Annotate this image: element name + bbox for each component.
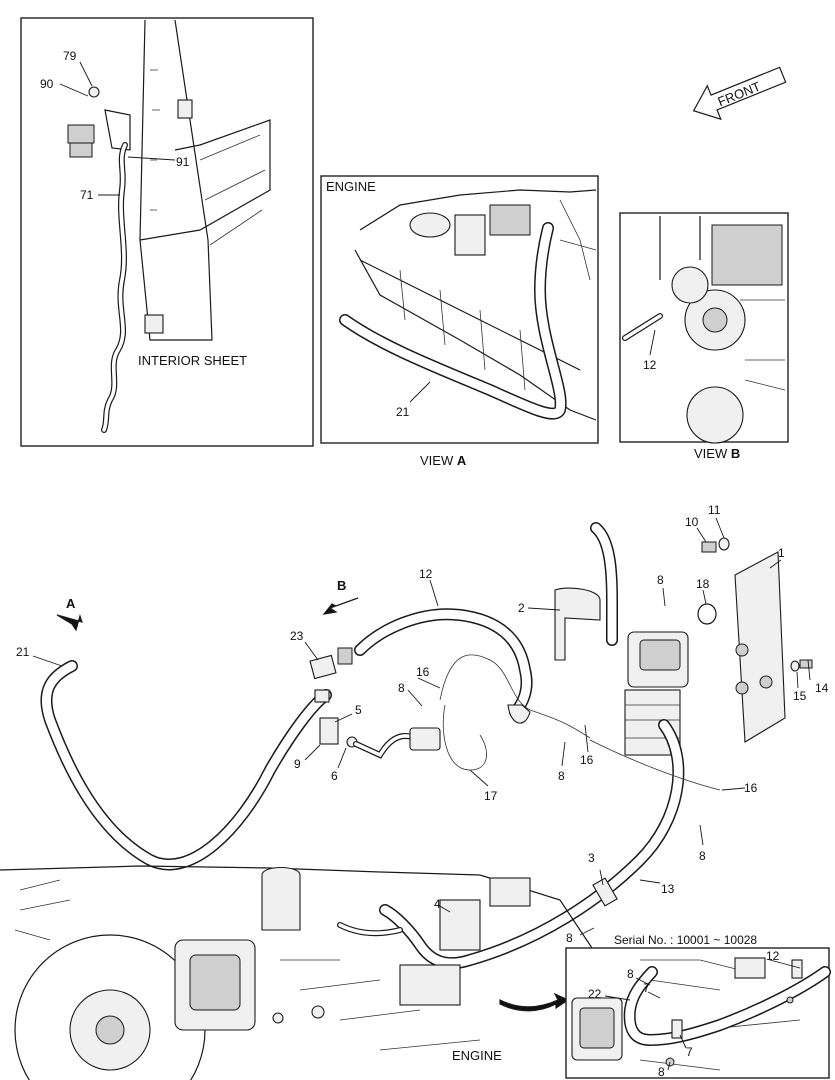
- serial-inset-detail: Serial No. : 10001 ~ 10028 12 8 22 7 7 8: [565, 933, 831, 1079]
- callout-79: 79: [63, 49, 77, 63]
- callout-8-lower: 8: [558, 769, 565, 783]
- callout-9: 9: [294, 757, 301, 771]
- callout-8-bottom: 8: [566, 931, 573, 945]
- callout-11: 11: [708, 503, 721, 517]
- front-direction-arrow: FRONT: [692, 66, 787, 121]
- callout-91: 91: [176, 155, 190, 169]
- callout-5: 5: [355, 703, 362, 717]
- callout-8-mid: 8: [398, 681, 405, 695]
- callout-4: 4: [434, 897, 441, 911]
- callout-12: 12: [419, 567, 433, 581]
- view-a-caption: VIEW A: [420, 453, 467, 468]
- callout-71: 71: [80, 188, 94, 202]
- callout-21: 21: [16, 645, 30, 659]
- engine-label: ENGINE: [452, 1048, 502, 1063]
- callout-17: 17: [484, 789, 498, 803]
- inset-callout-8-b: 8: [658, 1065, 665, 1079]
- view-a-engine-label: ENGINE: [326, 179, 376, 194]
- callout-2: 2: [518, 601, 525, 615]
- inset-callout-12: 12: [766, 949, 780, 963]
- callout-14: 14: [815, 681, 829, 695]
- callout-16-b: 16: [580, 753, 594, 767]
- view-a-detail: ENGINE 21: [320, 175, 599, 444]
- inset-callout-8: 8: [627, 967, 634, 981]
- callout-23: 23: [290, 629, 304, 643]
- view-b-detail: 12: [619, 212, 789, 444]
- callout-13: 13: [661, 882, 675, 896]
- view-a-callout-21: 21: [396, 405, 410, 419]
- callout-15: 15: [793, 689, 807, 703]
- view-b-callout-12: 12: [643, 358, 657, 372]
- view-b-caption: VIEW B: [694, 446, 740, 461]
- callout-10: 10: [685, 515, 699, 529]
- serial-number-label: Serial No. : 10001 ~ 10028: [614, 933, 757, 947]
- callout-8-top: 8: [657, 573, 664, 587]
- view-a-arrow: [56, 613, 83, 632]
- callout-90: 90: [40, 77, 54, 91]
- callout-3: 3: [588, 851, 595, 865]
- inset-callout-7-b: 7: [686, 1045, 693, 1059]
- inset-callout-22: 22: [588, 987, 602, 1001]
- view-b-arrow: [322, 597, 359, 615]
- callout-1: 1: [778, 546, 785, 560]
- interior-sheet-detail: 79 90 91 71 INTERIOR SHEET: [20, 17, 314, 447]
- view-a-arrow-label: A: [66, 596, 76, 611]
- view-b-arrow-label: B: [337, 578, 346, 593]
- callout-16-a: 16: [416, 665, 430, 679]
- callout-8-right: 8: [699, 849, 706, 863]
- callout-6: 6: [331, 769, 338, 783]
- interior-sheet-label: INTERIOR SHEET: [138, 353, 247, 368]
- callout-16-c: 16: [744, 781, 758, 795]
- main-assembly: A B: [0, 503, 829, 1080]
- inset-callout-7-a: 7: [643, 981, 650, 995]
- callout-18: 18: [696, 577, 710, 591]
